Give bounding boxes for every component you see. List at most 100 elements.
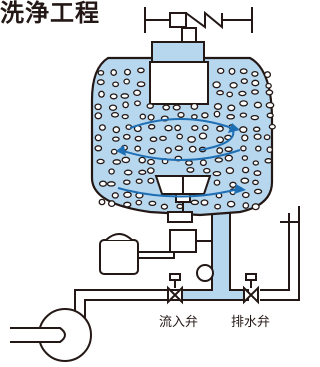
process-title: 洗浄工程 xyxy=(0,0,100,27)
media-pellet xyxy=(123,201,132,208)
media-pellet xyxy=(190,199,200,206)
media-pellet xyxy=(94,134,102,142)
media-pellet xyxy=(224,154,233,162)
media-pellet xyxy=(265,82,272,89)
media-pellet xyxy=(268,123,276,130)
media-pellet xyxy=(185,160,193,166)
media-pellet xyxy=(98,180,108,187)
media-pellet xyxy=(200,199,209,206)
media-pellet xyxy=(253,101,263,109)
media-pellet xyxy=(176,133,184,140)
media-pellet xyxy=(123,191,132,199)
media-pellet xyxy=(251,70,259,77)
media-pellet xyxy=(146,103,154,109)
media-pellet xyxy=(159,135,167,142)
media-pellet xyxy=(216,147,224,154)
media-pellet xyxy=(98,198,106,206)
media-pellet xyxy=(121,156,131,164)
media-pellet xyxy=(110,111,120,118)
media-pellet xyxy=(199,159,207,167)
media-pellet xyxy=(108,104,118,111)
media-pellet xyxy=(123,179,131,185)
media-pellet xyxy=(98,90,105,98)
media-pellet xyxy=(201,112,209,119)
media-pellet xyxy=(120,93,130,99)
media-pellet xyxy=(135,199,143,206)
inlet-valve-icon[interactable] xyxy=(167,273,183,305)
media-pellet xyxy=(138,169,147,175)
media-pellet xyxy=(241,155,249,161)
media-pellet xyxy=(252,179,259,186)
drain-valve-label: 排水弁 xyxy=(231,315,271,330)
media-pellet xyxy=(252,160,260,166)
media-pellet xyxy=(201,124,209,131)
media-pellet xyxy=(123,169,133,176)
media-pellet xyxy=(148,124,156,130)
media-pellet xyxy=(146,167,155,174)
media-pellet xyxy=(96,158,105,165)
media-pellet xyxy=(109,93,118,100)
media-pellet xyxy=(188,145,197,153)
media-pellet xyxy=(148,200,157,207)
media-pellet xyxy=(136,81,146,88)
media-pellet xyxy=(216,125,224,132)
gauge-icon xyxy=(196,264,214,282)
media-pellet xyxy=(214,203,222,210)
media-pellet xyxy=(239,68,248,75)
media-pellet xyxy=(227,104,236,112)
media-pellet xyxy=(228,67,236,75)
media-pellet xyxy=(149,136,158,143)
media-pellet xyxy=(226,200,236,208)
media-pellet xyxy=(138,156,146,164)
media-pellet xyxy=(123,68,132,76)
media-pellet xyxy=(176,203,184,210)
drain-valve-icon[interactable] xyxy=(243,273,259,305)
media-pellet xyxy=(160,203,169,210)
media-pellet xyxy=(97,69,105,76)
media-pellet xyxy=(112,136,120,142)
media-pellet xyxy=(265,89,274,96)
media-pellet xyxy=(224,146,233,153)
media-pellet xyxy=(98,124,106,131)
blower-icon xyxy=(99,229,212,275)
media-pellet xyxy=(213,103,223,110)
media-pellet xyxy=(174,124,182,132)
media-pellet xyxy=(252,126,261,133)
media-pellet xyxy=(264,158,273,164)
media-pellet xyxy=(226,91,234,98)
water-flow xyxy=(179,199,249,301)
media-pellet xyxy=(122,101,129,109)
media-pellet xyxy=(253,133,262,140)
media-pellet xyxy=(238,90,247,97)
media-pellet xyxy=(240,177,250,184)
media-pellet xyxy=(239,112,248,118)
media-pellet xyxy=(172,104,181,111)
media-pellet xyxy=(255,145,262,152)
media-pellet xyxy=(266,112,274,119)
media-pellet xyxy=(147,113,155,121)
media-pellet xyxy=(263,134,271,141)
media-pellet xyxy=(122,133,131,140)
swirl-arrows xyxy=(116,118,246,198)
media-pellet xyxy=(225,167,235,175)
media-pellet xyxy=(112,81,120,88)
media-pellet xyxy=(134,145,142,152)
media-pellet xyxy=(186,166,195,173)
media-pellet xyxy=(242,202,250,209)
media-pellet xyxy=(110,148,118,155)
media-pellet xyxy=(107,200,116,208)
media-pellet xyxy=(191,125,199,131)
media-pellet xyxy=(253,188,263,195)
inlet-valve-label: 流入弁 xyxy=(159,315,199,330)
media-pellet xyxy=(213,179,221,186)
media-pellet xyxy=(212,170,222,177)
media-pellet xyxy=(162,104,171,111)
pump-icon xyxy=(10,308,92,362)
media-pellet xyxy=(198,132,208,140)
media-pellet xyxy=(265,101,275,109)
media-pellet xyxy=(214,157,224,163)
media-pellet xyxy=(240,145,247,152)
media-pellet xyxy=(121,113,129,120)
media-pellet xyxy=(203,167,211,174)
